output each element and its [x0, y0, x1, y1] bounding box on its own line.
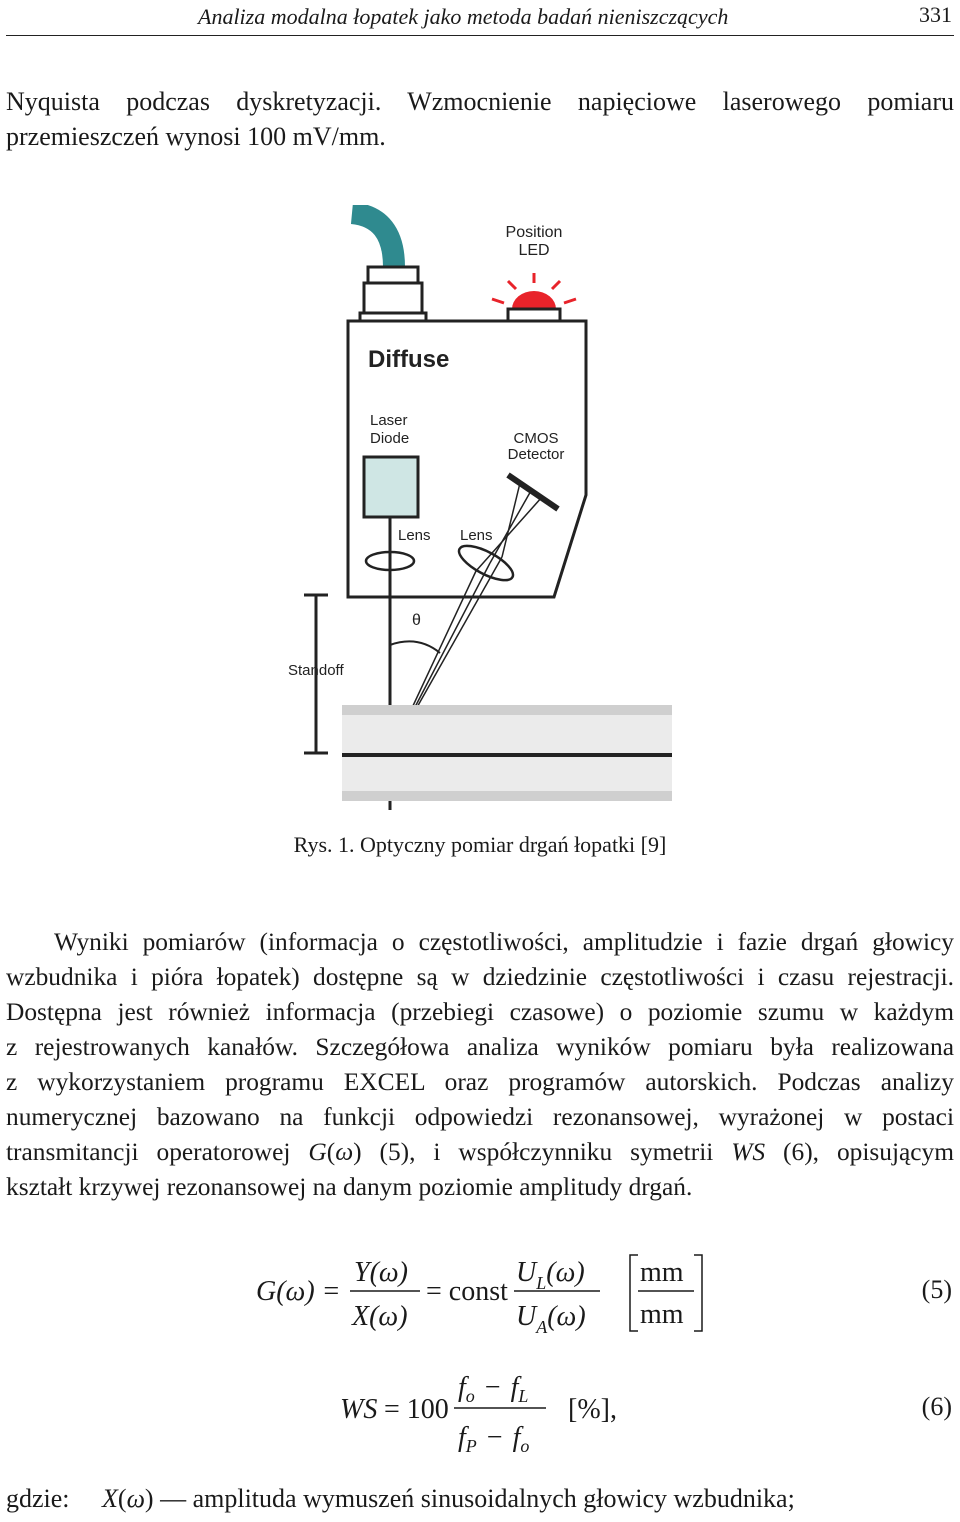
line7-a: transmitancji operatorowej: [6, 1138, 309, 1166]
page-number: 331: [919, 2, 952, 27]
eq6-den: fP−fo: [458, 1422, 529, 1456]
intro-line-2: przemieszczeń wynosi 100 mV/mm.: [6, 122, 386, 151]
cmos-detector: [506, 472, 560, 512]
sensor-housing: [346, 319, 588, 599]
equation-5: G(ω) = Y(ω) X(ω) = const UL(ω) UA(ω) mm …: [0, 1245, 960, 1345]
intro-paragraph: Nyquista podczas dyskretyzacji. Wzmocnie…: [6, 84, 954, 154]
eq5-unit-den: mm: [640, 1299, 684, 1330]
lens-label-left: Lens: [398, 527, 431, 544]
laser-label-2: Diode: [370, 430, 409, 447]
lens-left: [364, 550, 416, 572]
eq6-lhs: WS: [340, 1394, 377, 1425]
line7-g: (6), opisującym: [765, 1138, 954, 1166]
eq6-num: fo−fL: [458, 1372, 528, 1406]
line7-d: ω: [335, 1138, 354, 1166]
standoff-label: Standoff: [288, 662, 344, 679]
where-clause: gdzie: X(ω) — amplituda wymuszeń sinusoid…: [6, 1484, 795, 1514]
where-paren-open: (: [117, 1484, 127, 1513]
theta-arc: [389, 640, 441, 654]
where-paren-close: ): [144, 1484, 154, 1513]
eq5-num2: UL(ω): [516, 1257, 585, 1293]
laser-diode: [362, 455, 420, 519]
figure-caption: Rys. 1. Optyczny pomiar drgań łopatki [9…: [293, 832, 667, 857]
eq6-unit: [%],: [568, 1394, 617, 1425]
line7-c: (: [326, 1138, 336, 1166]
body-line-6: numerycznej bazowano na funkcji odpowied…: [6, 1103, 954, 1131]
eq5-mid: = const: [426, 1276, 508, 1307]
eq5-den2: UA(ω): [516, 1301, 586, 1337]
diffuse-label: Diffuse: [368, 346, 449, 373]
line7-b: G: [308, 1138, 327, 1166]
eq5-number: (5): [921, 1275, 952, 1304]
where-omega: ω: [126, 1484, 145, 1513]
line7-f: WS: [731, 1138, 766, 1166]
body-line-1: Wyniki pomiarów (informacja o częstotliw…: [54, 928, 954, 956]
cable-connector-body: [362, 281, 424, 315]
equation-6: WS = 100 fo−fL fP−fo [%], (6): [0, 1372, 960, 1462]
eq5-lhs: G(ω) =: [256, 1276, 341, 1307]
running-header: Analiza modalna łopatek jako metoda bada…: [6, 0, 954, 36]
cmos-label-1: CMOS: [514, 430, 559, 447]
eq5-bracket-right: [694, 1254, 703, 1332]
eq6-eq: = 100: [384, 1394, 449, 1425]
body-line-2: wzbudnika i pióra łopatek) dostępne są w…: [6, 963, 954, 991]
lens-label-right: Lens: [460, 527, 493, 544]
cable-connector-top: [366, 265, 420, 285]
laser-label-1: Laser: [370, 412, 408, 429]
header-title: Analiza modalna łopatek jako metoda bada…: [198, 4, 729, 29]
body-line-8: kształt krzywej rezonansowej na danym po…: [6, 1173, 693, 1201]
position-led-icon: [491, 273, 577, 323]
body-line-7: transmitancji operatorowej G(ω) (5), i w…: [6, 1135, 954, 1170]
line7-e: ) (5), i współczynniku symetrii: [353, 1138, 732, 1166]
laser-sensor-figure: Position LED Diffuse Laser Diode CMOS De…: [280, 202, 680, 810]
theta-label: θ: [412, 612, 421, 629]
where-label: gdzie:: [6, 1484, 70, 1513]
eq5-num1: Y(ω): [354, 1257, 408, 1288]
body-line-5: z wykorzystaniem programu EXCEL oraz pro…: [6, 1068, 954, 1096]
eq5-bracket-left: [629, 1254, 638, 1332]
led-label-1: Position: [506, 224, 563, 241]
body-paragraph: Wyniki pomiarów (informacja o częstotliw…: [6, 925, 954, 1205]
where-text: — amplituda wymuszeń sinusoidalnych głow…: [153, 1484, 795, 1513]
laser-sensor-diagram: Position LED Diffuse Laser Diode CMOS De…: [288, 202, 672, 810]
sensor-cable: [350, 202, 405, 268]
eq6-number: (6): [921, 1392, 952, 1421]
cmos-label-2: Detector: [508, 446, 565, 463]
body-line-3: Dostępna jest również informacja (przebi…: [6, 998, 954, 1026]
intro-line-1: Nyquista podczas dyskretyzacji. Wzmocnie…: [6, 87, 954, 116]
where-symbol: X: [102, 1484, 118, 1513]
led-label-2: LED: [518, 242, 549, 259]
eq5-den1: X(ω): [351, 1301, 408, 1332]
body-line-4: z rejestrowanych kanałów. Szczegółowa an…: [6, 1033, 954, 1061]
eq5-unit-num: mm: [640, 1257, 684, 1288]
